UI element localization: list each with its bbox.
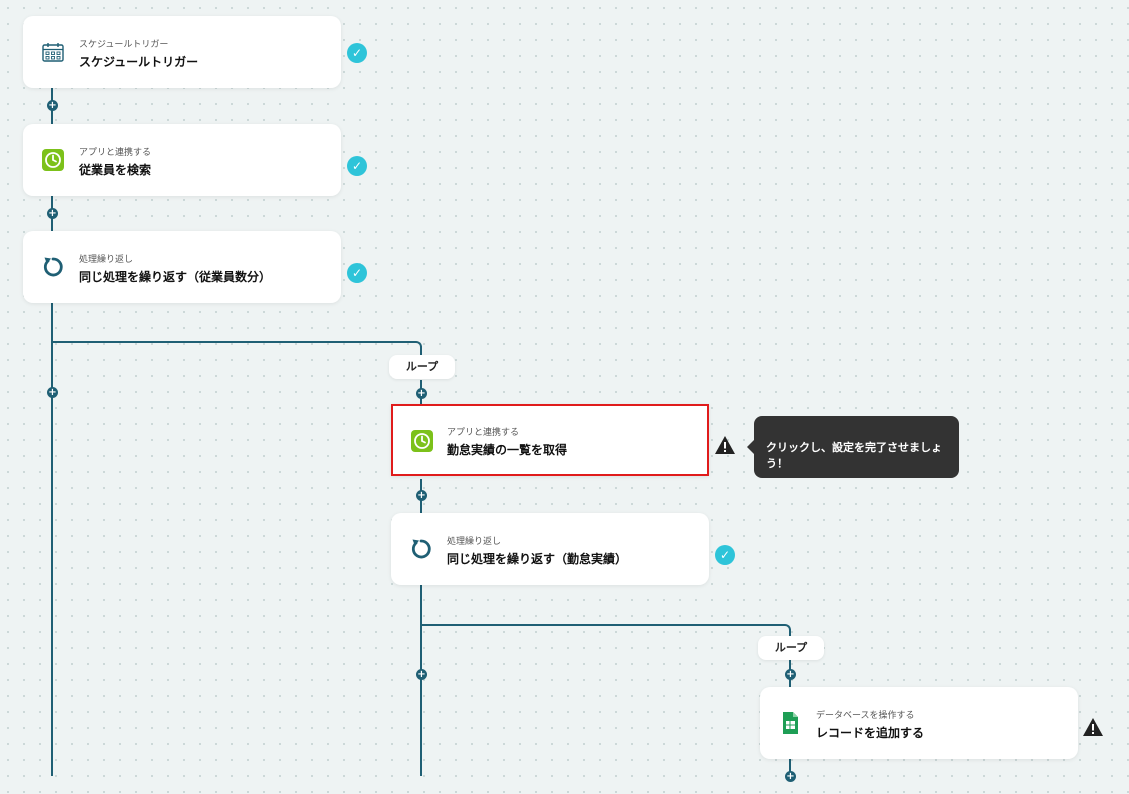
step-title: レコードを追加する xyxy=(816,726,925,740)
completed-check-icon: ✓ xyxy=(347,263,367,283)
loop-label: ループ xyxy=(389,355,455,379)
add-step-button[interactable]: + xyxy=(47,100,58,111)
completed-check-icon: ✓ xyxy=(347,43,367,63)
calendar-icon xyxy=(42,43,64,62)
step-title: スケジュールトリガー xyxy=(79,55,199,69)
add-step-button[interactable]: + xyxy=(416,490,427,501)
step-card-search-employees[interactable]: アプリと連携する 従業員を検索 xyxy=(23,124,341,196)
add-step-button[interactable]: + xyxy=(785,771,796,782)
step-card-loop-attendance[interactable]: 処理繰り返し 同じ処理を繰り返す（勤怠実績） xyxy=(391,513,709,585)
flow-line xyxy=(789,758,791,776)
spreadsheet-icon xyxy=(783,712,798,734)
loop-label: ループ xyxy=(758,636,824,660)
step-title: 勤怠実績の一覧を取得 xyxy=(447,443,568,457)
completed-check-icon: ✓ xyxy=(715,545,735,565)
flow-line xyxy=(51,341,415,343)
step-card-schedule-trigger[interactable]: スケジュールトリガー スケジュールトリガー xyxy=(23,16,341,88)
step-title: 同じ処理を繰り返す（従業員数分） xyxy=(79,270,272,284)
step-type-label: 処理繰り返し xyxy=(79,254,134,264)
flow-line xyxy=(420,585,422,776)
step-card-loop-employees[interactable]: 処理繰り返し 同じ処理を繰り返す（従業員数分） xyxy=(23,231,341,303)
flow-line xyxy=(420,624,782,626)
step-type-label: アプリと連携する xyxy=(79,147,152,157)
step-type-label: アプリと連携する xyxy=(447,427,520,437)
step-type-label: 処理繰り返し xyxy=(447,536,502,546)
warning-icon xyxy=(715,436,735,454)
flow-line-corner xyxy=(782,624,791,639)
add-step-button[interactable]: + xyxy=(416,669,427,680)
completed-check-icon: ✓ xyxy=(347,156,367,176)
loop-icon xyxy=(43,257,63,277)
clock-app-icon xyxy=(411,430,433,452)
clock-app-icon xyxy=(42,149,64,171)
tooltip-text: クリックし、設定を完了させましょう！ xyxy=(766,442,942,470)
step-card-get-attendance[interactable]: アプリと連携する 勤怠実績の一覧を取得 xyxy=(391,404,709,476)
step-type-label: スケジュールトリガー xyxy=(79,39,169,49)
warning-icon xyxy=(1083,718,1103,736)
step-title: 同じ処理を繰り返す（勤怠実績） xyxy=(447,552,628,566)
step-card-add-record[interactable]: データベースを操作する レコードを追加する xyxy=(760,687,1078,759)
tooltip-arrow xyxy=(747,440,754,454)
flow-line xyxy=(51,88,53,776)
add-step-button[interactable]: + xyxy=(785,669,796,680)
add-step-button[interactable]: + xyxy=(47,387,58,398)
loop-icon xyxy=(411,539,431,559)
add-step-button[interactable]: + xyxy=(47,208,58,219)
step-title: 従業員を検索 xyxy=(79,163,152,177)
flow-line-corner xyxy=(412,341,422,357)
step-type-label: データベースを操作する xyxy=(816,710,915,720)
add-step-button[interactable]: + xyxy=(416,388,427,399)
setup-hint-tooltip: クリックし、設定を完了させましょう！ xyxy=(747,416,959,478)
